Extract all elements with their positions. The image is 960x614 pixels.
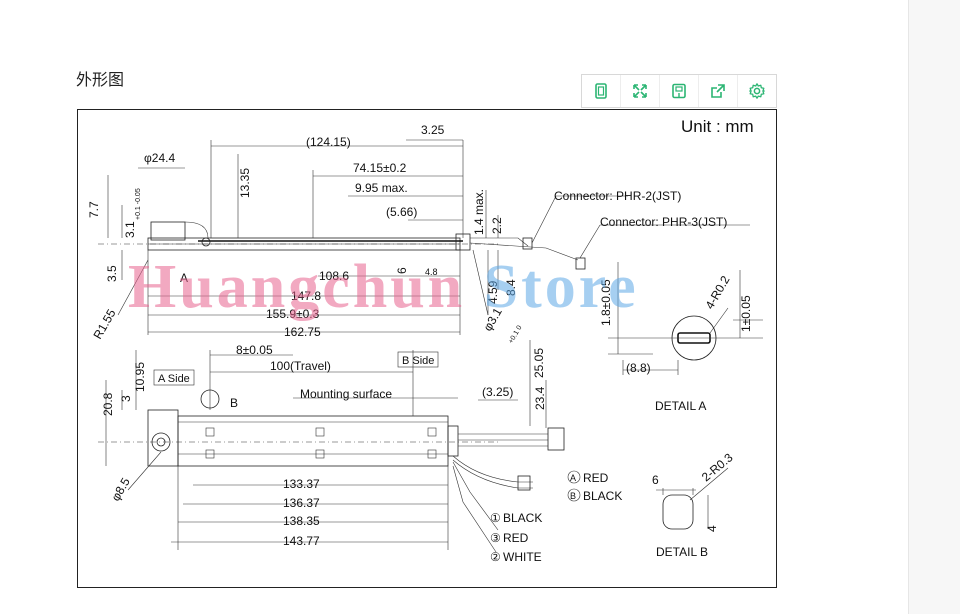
dim-10-95: 10.95: [133, 362, 147, 392]
page-icon: [595, 83, 607, 99]
fullscreen-button[interactable]: [621, 75, 660, 107]
dim-124-15: (124.15): [306, 135, 351, 149]
label-b: B: [230, 396, 238, 410]
wire-label-black: BLACK: [583, 489, 622, 503]
share-icon: [711, 84, 725, 98]
unit-label: Unit : mm: [681, 117, 754, 136]
dim-5-66: (5.66): [386, 205, 417, 219]
wire-mark-3: ③: [490, 531, 501, 545]
gear-icon: [749, 83, 765, 99]
dim-8-0-05: 8±0.05: [236, 343, 273, 357]
page-title: 外形图: [76, 72, 125, 89]
side-view-dimension-lines: [105, 340, 547, 550]
dim-phi8-5: φ8.5: [108, 475, 133, 503]
dim-138-35: 138.35: [283, 514, 320, 528]
wire-label-black-2: BLACK: [503, 511, 542, 525]
dim-3: 3: [119, 395, 133, 402]
dim-74-15: 74.15±0.2: [353, 161, 407, 175]
side-view-body: [98, 389, 565, 553]
dim-147-8: 147.8: [291, 289, 321, 303]
save-button[interactable]: [660, 75, 699, 107]
wire-mark-2: ②: [490, 550, 501, 564]
dim-162-75: 162.75: [284, 325, 321, 339]
wire-mark-b: B: [570, 491, 576, 501]
dim-1-0-05: 1±0.05: [739, 295, 753, 332]
tol-phi3-1: +0.1 0: [508, 324, 524, 345]
right-side-panel: [908, 0, 960, 614]
connector-phr-3: Connector: PHR-3(JST): [600, 215, 727, 229]
share-button[interactable]: [699, 75, 738, 107]
dim-133-37: 133.37: [283, 477, 320, 491]
dim-r1-55: R1.55: [90, 306, 118, 341]
dim-3-25-paren: (3.25): [482, 385, 513, 399]
connector-phr-2: Connector: PHR-2(JST): [554, 189, 681, 203]
wire-mark-1: ①: [490, 511, 501, 525]
dim-8-8: (8.8): [626, 361, 651, 375]
wire-label-white: WHITE: [503, 550, 542, 564]
dim-1-4-max: 1.4 max.: [472, 189, 486, 235]
dim-phi3-1: φ3.1: [480, 305, 505, 333]
dim-23-4: 23.4: [533, 386, 547, 410]
detail-a-title: DETAIL A: [655, 399, 706, 413]
top-view-dimension-lines: [107, 139, 499, 335]
b-side-label: B Side: [402, 355, 434, 367]
dim-8-4: 8.4: [504, 279, 518, 296]
dim-9-95-max: 9.95 max.: [355, 181, 408, 195]
top-view-body: [98, 195, 750, 270]
dim-7-7: 7.7: [87, 201, 101, 218]
dim-155-9: 155.9±0.3: [266, 307, 320, 321]
settings-button[interactable]: [738, 75, 776, 107]
dim-143-77: 143.77: [283, 534, 320, 548]
dim-4-detail-b: 4: [705, 525, 719, 532]
dim-2-r0-3: 2-R0.3: [699, 450, 736, 484]
detail-a: 1.8±0.05 4-R0.2 1±0.05 (8.8) DETAIL A: [599, 262, 763, 413]
dim-100-travel: 100(Travel): [270, 359, 331, 373]
image-toolbar: [581, 74, 777, 108]
dim-2-2: 2.2: [490, 217, 504, 234]
dim-phi24-4: φ24.4: [144, 151, 175, 165]
dim-3-25: 3.25: [421, 123, 445, 137]
dim-1-8: 1.8±0.05: [599, 279, 613, 326]
dim-4-59: 4.59: [486, 280, 500, 304]
a-side-label: A Side: [158, 373, 190, 385]
dim-25-05: 25.05: [532, 348, 546, 378]
dim-20-8: 20.8: [101, 392, 115, 416]
mounting-surface-label: Mounting surface: [300, 387, 392, 401]
dim-3-5: 3.5: [105, 265, 119, 282]
technical-drawing: Unit : mm: [77, 109, 777, 588]
detail-b: 6 2-R0.3 4 DETAIL B: [652, 450, 736, 559]
tol-3-1: +0.1 -0.05: [135, 188, 142, 220]
drawing-canvas: Unit : mm: [87, 117, 763, 564]
top-view-dimensions: (124.15) 3.25 φ24.4 13.35 74.15±0.2 9.95…: [87, 123, 727, 345]
dim-136-37: 136.37: [283, 496, 320, 510]
wire-label-red: RED: [583, 471, 609, 485]
side-view-dimensions: 10.95 8±0.05 100(Travel) 25.05 20.8 3 (3…: [101, 343, 622, 564]
fullscreen-icon: [633, 84, 647, 98]
label-a: A: [180, 271, 188, 285]
dim-6: 6: [395, 267, 409, 274]
wire-mark-a: A: [570, 473, 576, 483]
dim-4-8: 4.8: [425, 267, 438, 277]
detail-b-title: DETAIL B: [656, 545, 708, 559]
save-icon: [672, 83, 686, 99]
dim-4-r0-2: 4-R0.2: [702, 273, 732, 311]
wire-label-red-2: RED: [503, 531, 529, 545]
dim-3-1: 3.1: [123, 221, 137, 238]
dim-13-35: 13.35: [238, 168, 252, 198]
dim-108-6: 108.6: [319, 269, 349, 283]
page-view-button[interactable]: [582, 75, 621, 107]
dim-6-detail-b: 6: [652, 473, 659, 487]
